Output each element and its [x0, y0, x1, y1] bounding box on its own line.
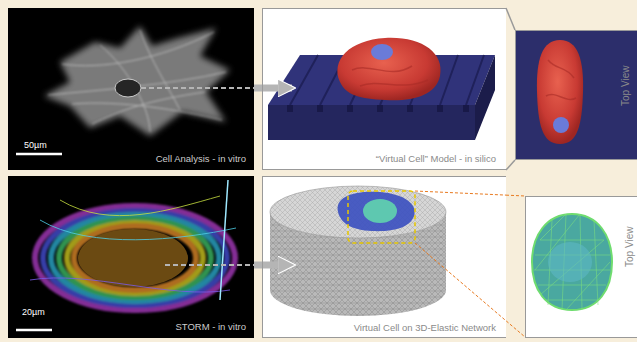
- virtual-cell-model: [241, 8, 506, 170]
- flow-arrow: [254, 85, 292, 92]
- scale-bar: [16, 329, 52, 332]
- mesh-top-view: [525, 196, 637, 338]
- zoom-bracket: [506, 160, 515, 170]
- storm-image: [8, 176, 254, 338]
- image-panel: 20µmSTORM - in vitro: [8, 176, 254, 338]
- view-label: Top View: [620, 66, 632, 106]
- scale-bar: [16, 153, 62, 156]
- model-panel: Virtual Cell on 3D-Elastic Network: [262, 176, 506, 338]
- flow-arrow: [254, 262, 292, 269]
- image-panel: 50µmCell Analysis - in vitro: [8, 8, 254, 170]
- caption-label: “Virtual Cell” Model - in silico: [376, 154, 496, 165]
- elastic-network-model: [262, 176, 525, 338]
- top-view-panel: Top View: [525, 196, 637, 338]
- top-view-image: [515, 30, 637, 160]
- model-panel: “Virtual Cell” Model - in silico: [262, 8, 506, 170]
- zoom-leader: [506, 195, 525, 197]
- top-view-panel: Top View: [515, 30, 637, 160]
- scale-label: 50µm: [24, 140, 47, 150]
- view-label: Top View: [624, 227, 636, 267]
- zoom-bracket: [506, 8, 515, 30]
- microscopy-image: [8, 8, 254, 170]
- caption-label: STORM - in vitro: [175, 322, 246, 333]
- caption-label: Cell Analysis - in vitro: [156, 154, 246, 165]
- zoom-box: [348, 191, 415, 243]
- caption-label: Virtual Cell on 3D-Elastic Network: [354, 323, 496, 334]
- scale-label: 20µm: [22, 307, 45, 317]
